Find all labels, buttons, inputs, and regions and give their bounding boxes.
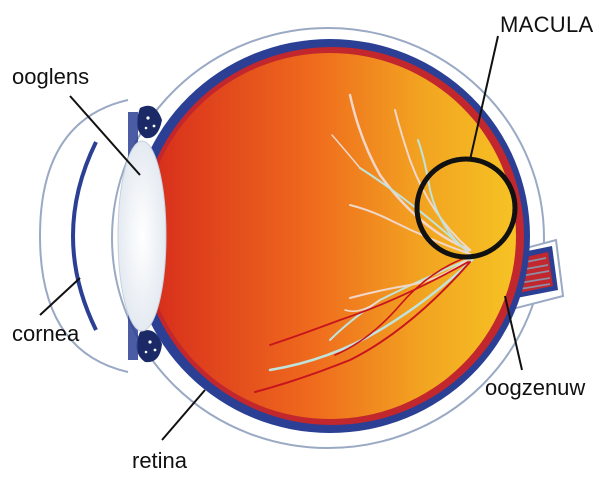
label-retina: retina	[132, 450, 187, 472]
label-macula: MACULA	[500, 14, 594, 36]
lens	[118, 141, 166, 331]
vitreous-body	[144, 53, 516, 419]
label-cornea: cornea	[12, 323, 79, 345]
leader-cornea	[40, 278, 80, 315]
label-oogzenuw: oogzenuw	[485, 377, 585, 399]
leader-retina	[162, 390, 205, 440]
label-ooglens: ooglens	[12, 66, 89, 88]
